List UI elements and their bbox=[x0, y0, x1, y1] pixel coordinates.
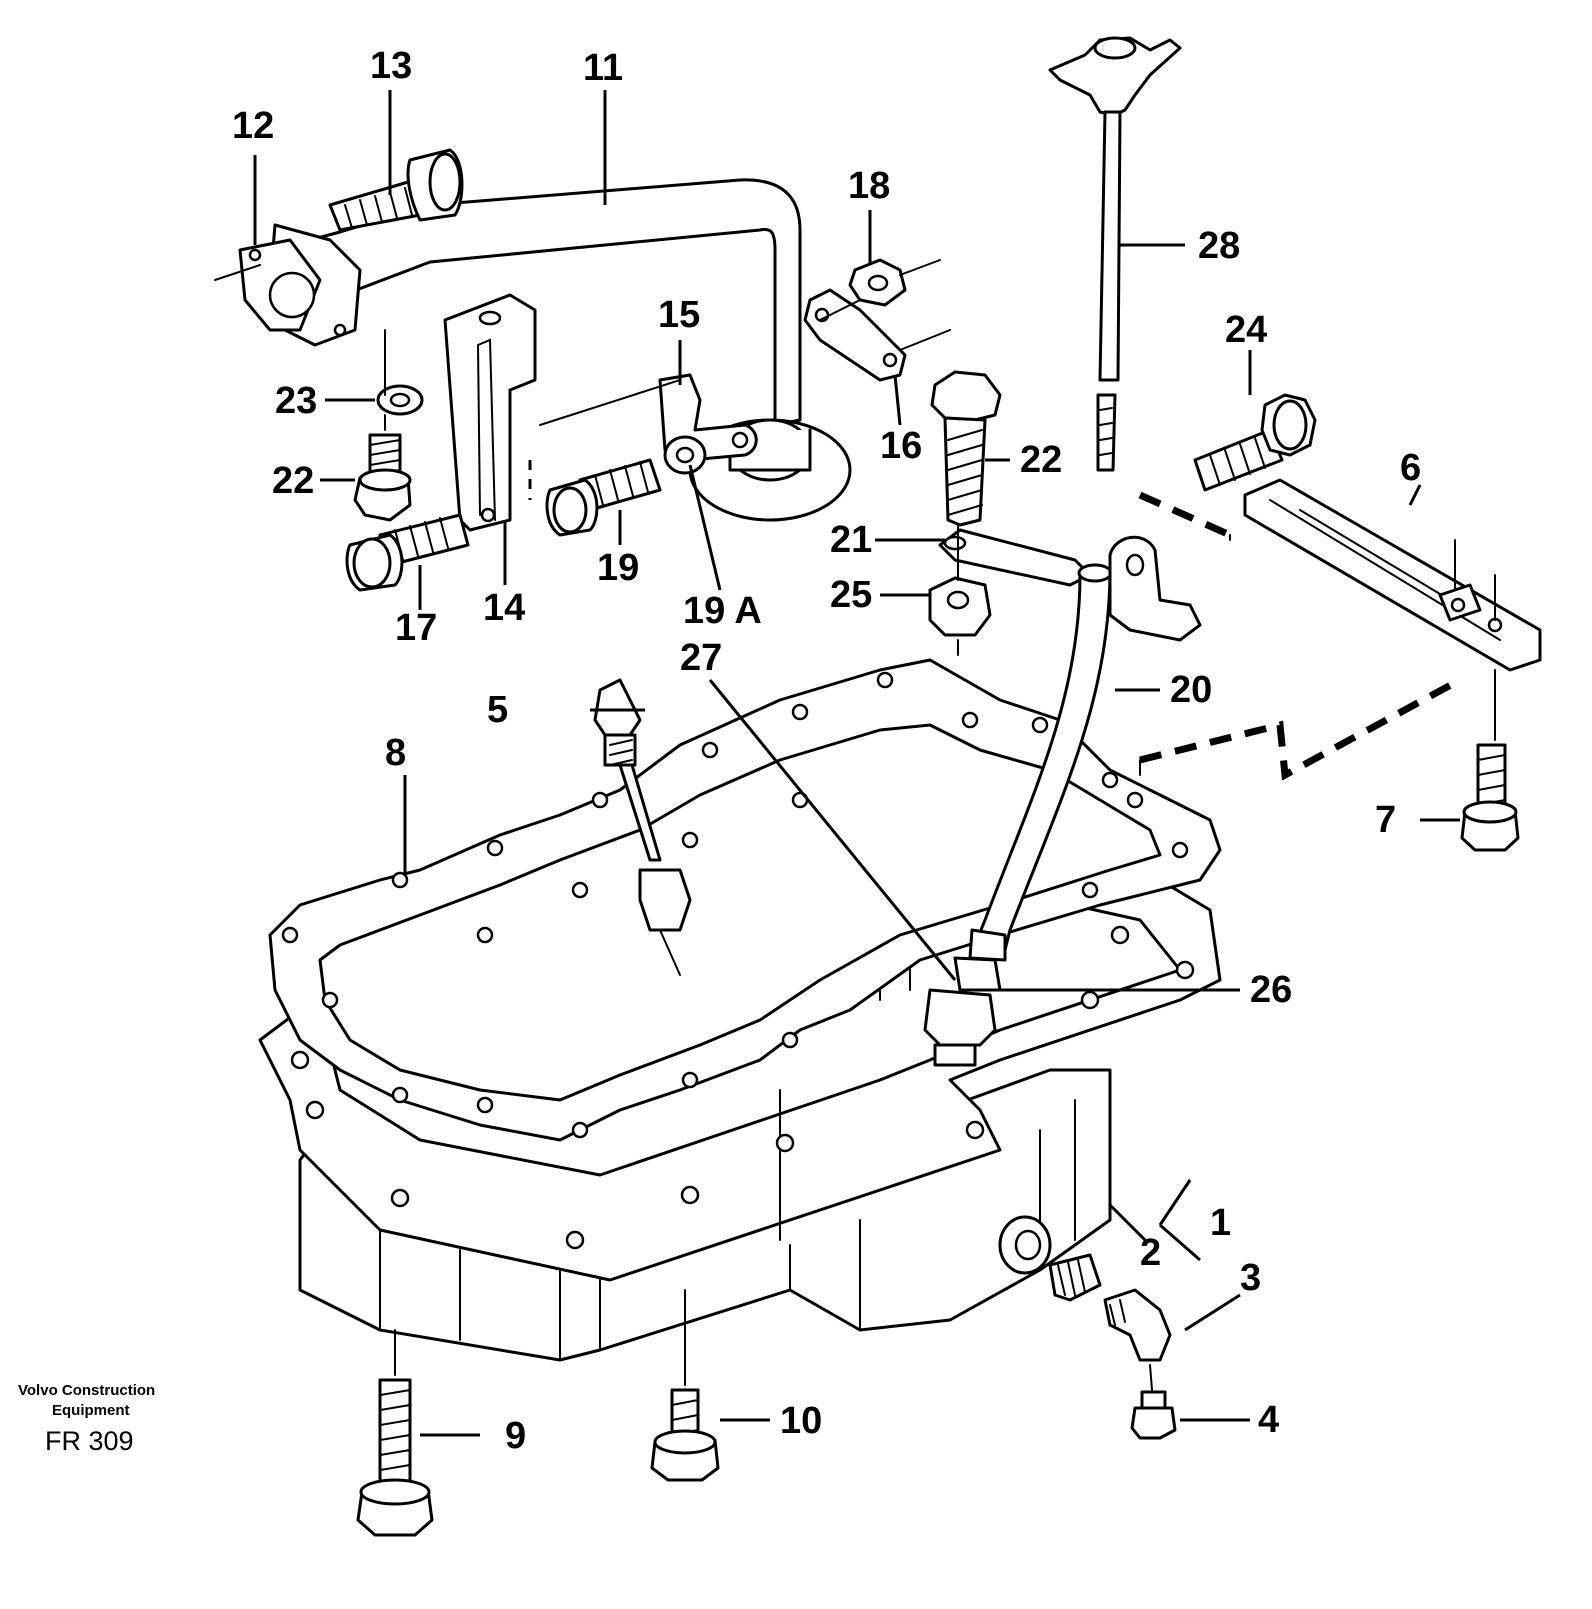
clamp-bolt bbox=[545, 458, 662, 537]
callout-3: 3 bbox=[1240, 1257, 1261, 1299]
callout-19: 19 bbox=[597, 547, 639, 589]
dipstick bbox=[1048, 36, 1182, 472]
callout-12: 12 bbox=[232, 105, 274, 147]
credit-line-2: Equipment bbox=[52, 1402, 130, 1419]
mounting-plate bbox=[803, 258, 951, 382]
callout-16: 16 bbox=[880, 425, 922, 467]
callout-22-left: 22 bbox=[272, 460, 314, 502]
callout-8: 8 bbox=[385, 732, 406, 774]
callout-9: 9 bbox=[505, 1415, 526, 1457]
flange-bolt bbox=[328, 148, 464, 232]
callout-25: 25 bbox=[830, 574, 872, 616]
callout-17: 17 bbox=[395, 607, 437, 649]
sump-bolt-holes bbox=[290, 925, 1195, 1250]
callout-6: 6 bbox=[1400, 447, 1421, 489]
callout-15: 15 bbox=[658, 294, 700, 336]
callout-10: 10 bbox=[780, 1400, 822, 1442]
pipe-clamp bbox=[539, 373, 758, 475]
callout-labels: 1 2 3 4 5 6 7 8 9 10 11 12 13 14 15 16 1… bbox=[232, 45, 1421, 1457]
leader-lines bbox=[253, 90, 1460, 1437]
callout-24: 24 bbox=[1225, 309, 1267, 351]
callout-7: 7 bbox=[1375, 799, 1396, 841]
dipstick-tube bbox=[923, 535, 1202, 1067]
callout-20: 20 bbox=[1170, 669, 1212, 711]
tube-clamp-bolt bbox=[1193, 393, 1317, 492]
sump-gasket bbox=[268, 658, 1222, 1142]
callout-4: 4 bbox=[1258, 1399, 1279, 1441]
callout-1: 1 bbox=[1210, 1202, 1231, 1244]
callout-28: 28 bbox=[1198, 225, 1240, 267]
assembly-guide-lines bbox=[1138, 491, 1462, 781]
callout-27: 27 bbox=[680, 637, 722, 679]
publisher-credit: Volvo Construction Equipment FR 309 bbox=[18, 1382, 155, 1456]
credit-line-1: Volvo Construction bbox=[18, 1382, 155, 1399]
drain-plug-assembly bbox=[998, 1215, 1177, 1440]
sump-bolt-short bbox=[650, 1289, 720, 1482]
callout-21: 21 bbox=[830, 519, 872, 561]
pipe-bracket bbox=[443, 293, 537, 532]
callout-22-right: 22 bbox=[1020, 439, 1062, 481]
callout-19a: 19 A bbox=[683, 590, 762, 632]
callout-14: 14 bbox=[483, 587, 525, 629]
washer-and-bolt-left bbox=[353, 329, 424, 522]
oil-level-sensor bbox=[593, 678, 692, 976]
sump-bolt-long bbox=[356, 1329, 434, 1537]
dipstick-tube-bolt bbox=[928, 370, 1092, 656]
callout-18: 18 bbox=[848, 165, 890, 207]
bracket-mount-bolt bbox=[1460, 743, 1520, 852]
callout-23: 23 bbox=[275, 380, 317, 422]
gasket-holes bbox=[281, 671, 1189, 1139]
callout-26: 26 bbox=[1250, 969, 1292, 1011]
bracket-bolt bbox=[345, 513, 470, 592]
callout-13: 13 bbox=[370, 45, 412, 87]
figure-code: FR 309 bbox=[45, 1426, 134, 1456]
callout-11: 11 bbox=[583, 47, 623, 89]
tube-support-bracket bbox=[1243, 478, 1542, 741]
callout-2: 2 bbox=[1140, 1232, 1161, 1274]
callout-5: 5 bbox=[487, 689, 508, 731]
